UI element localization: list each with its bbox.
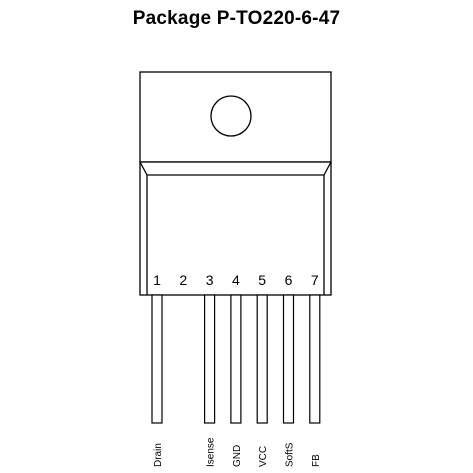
pin-lead-6 [282,294,295,424]
pin-number-5: 5 [258,272,266,288]
mounting-hole [210,95,252,137]
pin-number-7: 7 [311,272,319,288]
pin-lead-7 [309,294,321,424]
pin-label-6: SoftS [285,442,296,467]
pin-number-6: 6 [285,272,293,288]
pin-lead-4 [230,294,242,424]
pin-number-4: 4 [232,272,240,288]
pin-lead-1 [151,294,163,424]
pin-label-5: VCC [258,446,269,467]
pin-lead-3 [204,294,216,424]
package-body-bevel [139,161,332,176]
pin-lead-5 [256,294,268,424]
pin-label-3: Isense [206,437,217,467]
pin-number-1: 1 [153,272,161,288]
pin-label-4: GND [232,445,243,467]
package-title: Package P-TO220-6-47 [132,8,341,29]
pin-label-7: FB [311,454,322,467]
pin-label-1: Drain [153,443,164,467]
pin-number-2: 2 [179,272,187,288]
pin-number-3: 3 [206,272,214,288]
